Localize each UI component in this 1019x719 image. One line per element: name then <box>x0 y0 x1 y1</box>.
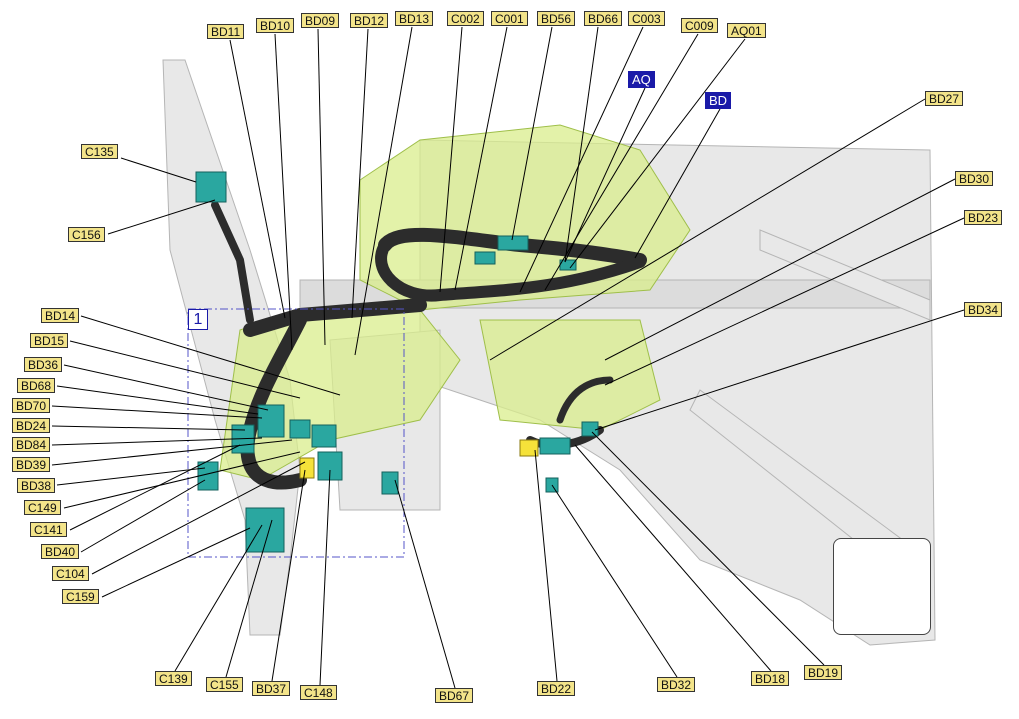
leader-line-bd13 <box>354 26 413 356</box>
label-c139: C139 <box>155 671 192 686</box>
label-bd30: BD30 <box>955 171 994 186</box>
label-c156: C156 <box>68 227 105 242</box>
label-c148: C148 <box>300 685 337 700</box>
leader-line-c135 <box>120 157 197 183</box>
label-bd19: BD19 <box>804 665 843 680</box>
label-c104: C104 <box>52 566 89 581</box>
leader-line-bd38 <box>56 467 206 486</box>
leader-line-bd10 <box>274 33 293 351</box>
label-bd13: BD13 <box>395 11 434 26</box>
leader-line-bd23 <box>604 217 965 386</box>
label-bd27: BD27 <box>925 91 964 106</box>
leader-line-bd66 <box>564 26 599 263</box>
leader-line-bd84 <box>51 437 263 446</box>
leader-line-bd14 <box>80 315 341 396</box>
leader-line-bd70 <box>51 405 263 419</box>
tag-aq: AQ <box>628 71 655 88</box>
label-c159: C159 <box>62 589 99 604</box>
label-c149: C149 <box>24 500 61 515</box>
label-bd66: BD66 <box>584 11 623 26</box>
tag-bd: BD <box>705 92 732 109</box>
leader-line-c141 <box>69 444 241 531</box>
leader-line-c001 <box>454 26 508 291</box>
label-bd11: BD11 <box>207 24 245 39</box>
label-bd23: BD23 <box>964 210 1003 225</box>
label-aq01: AQ01 <box>727 23 766 38</box>
leader-line-bd40 <box>80 479 206 553</box>
label-c002: C002 <box>447 11 484 26</box>
label-bd39: BD39 <box>12 457 51 472</box>
label-bd40: BD40 <box>41 544 80 559</box>
leader-line-bd37 <box>271 469 306 682</box>
label-bd15: BD15 <box>30 333 69 348</box>
leader-line-bd32 <box>551 484 678 678</box>
leader-line-bd30 <box>604 178 956 361</box>
leader-line-bd24 <box>51 425 246 431</box>
leader-line-bd56 <box>511 26 553 241</box>
label-bd37: BD37 <box>252 681 291 696</box>
leader-line-bd36 <box>63 364 269 411</box>
label-bd67: BD67 <box>435 688 474 703</box>
leader-line-c148 <box>319 469 331 686</box>
label-c003: C003 <box>628 11 665 26</box>
label-bd32: BD32 <box>657 677 696 692</box>
label-c009: C009 <box>681 18 718 33</box>
label-bd36: BD36 <box>24 357 63 372</box>
leader-line-c149 <box>63 451 301 509</box>
label-bd84: BD84 <box>12 437 51 452</box>
leader-line-aq <box>564 87 646 263</box>
leader-line-bd22 <box>534 449 558 682</box>
leader-line-c002 <box>439 26 463 293</box>
region-number: 1 <box>188 309 208 330</box>
label-bd38: BD38 <box>17 478 56 493</box>
leader-line-c139 <box>174 524 263 672</box>
leader-line-bd <box>634 108 721 259</box>
leader-line-bd19 <box>591 431 825 666</box>
leader-line-bd12 <box>351 28 369 319</box>
leader-line-c104 <box>91 461 306 575</box>
label-bd18: BD18 <box>751 671 790 686</box>
leader-line-bd27 <box>489 98 926 361</box>
label-c141: C141 <box>30 522 67 537</box>
leader-line-bd68 <box>56 385 259 415</box>
label-bd34: BD34 <box>964 302 1003 317</box>
leader-line-bd11 <box>229 39 286 319</box>
label-bd22: BD22 <box>537 681 576 696</box>
label-bd56: BD56 <box>537 11 576 26</box>
leader-line-aq01 <box>569 38 746 269</box>
location-inset-frame <box>833 538 931 635</box>
label-c135: C135 <box>81 144 118 159</box>
label-bd70: BD70 <box>12 398 51 413</box>
label-bd10: BD10 <box>256 18 295 33</box>
label-bd09: BD09 <box>301 13 340 28</box>
label-c001: C001 <box>491 11 528 26</box>
label-bd24: BD24 <box>12 418 51 433</box>
leader-line-bd34 <box>594 309 965 431</box>
leader-line-c009 <box>544 33 699 291</box>
leader-line-bd67 <box>394 479 456 689</box>
leader-line-bd15 <box>69 340 301 399</box>
leader-line-c003 <box>519 26 644 293</box>
label-bd14: BD14 <box>41 308 80 323</box>
leader-line-bd09 <box>317 28 326 346</box>
label-c155: C155 <box>206 677 243 692</box>
leader-line-c155 <box>225 519 273 678</box>
label-bd12: BD12 <box>350 13 389 28</box>
leader-line-c159 <box>101 527 251 598</box>
label-bd68: BD68 <box>17 378 56 393</box>
leader-line-bd18 <box>574 444 772 672</box>
leader-line-bd39 <box>51 439 293 466</box>
leader-line-c156 <box>107 199 216 235</box>
